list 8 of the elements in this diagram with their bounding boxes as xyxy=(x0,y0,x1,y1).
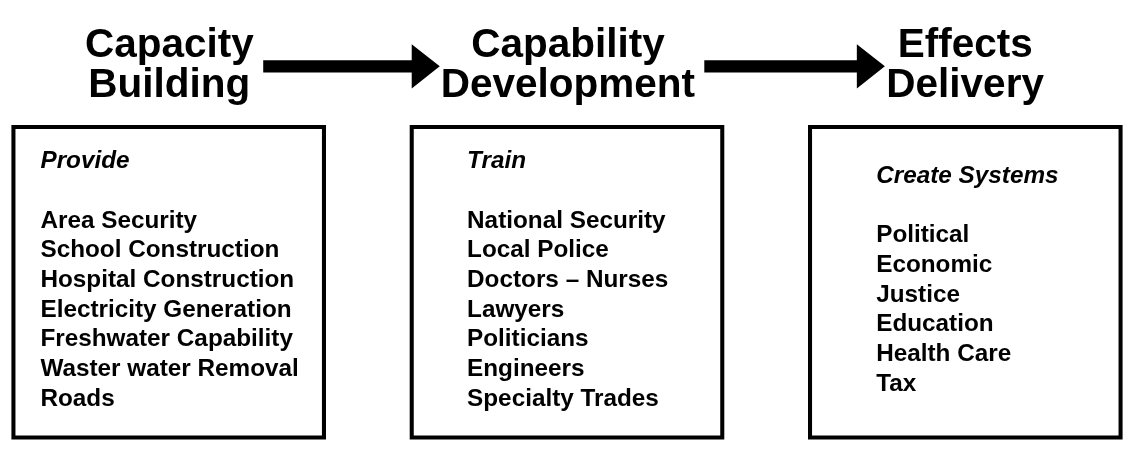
arrow xyxy=(704,43,885,88)
node-text: Capability Development xyxy=(440,19,696,106)
arrow xyxy=(263,43,440,88)
node-box: Train National Security Local Police Doctors – Nurses Lawyers Politicians Engineers Specialty Trades xyxy=(409,124,725,440)
node-text: Capacity Building xyxy=(84,19,254,106)
node-box: Create Systems Political Economic Justice Education Health Care Tax xyxy=(808,124,1123,440)
node-text: Effects Delivery xyxy=(886,19,1044,106)
node-box: Provide Area Security School Construction Hospital Construction Electricity Generation Freshwater Capability Waster water Removal Roads xyxy=(11,124,326,440)
